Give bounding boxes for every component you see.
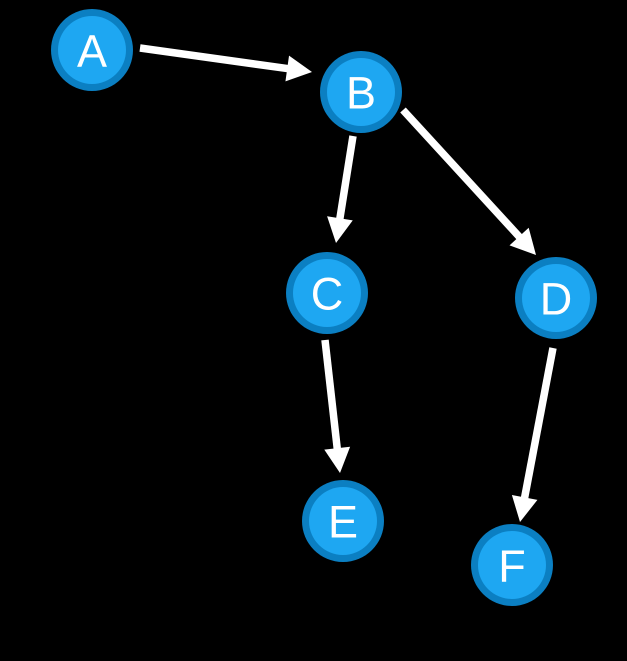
edge-a-b [139, 44, 312, 82]
edge-c-e [321, 339, 351, 473]
arrowhead-icon [285, 55, 312, 82]
node-a[interactable]: A [51, 9, 133, 91]
node-b[interactable]: B [320, 51, 402, 133]
arrowhead-icon [509, 227, 536, 255]
arrowhead-icon [511, 495, 538, 522]
arrowhead-icon [324, 446, 351, 473]
node-body [293, 259, 361, 327]
node-label: F [498, 541, 526, 592]
node-e[interactable]: E [302, 480, 384, 562]
edge-d-f [511, 347, 557, 522]
node-label: D [540, 274, 573, 325]
node-body [58, 16, 126, 84]
edge-line [520, 347, 557, 502]
node-body [309, 487, 377, 555]
node-body [478, 531, 546, 599]
edge-line [400, 107, 524, 242]
node-label: A [77, 26, 107, 77]
node-f[interactable]: F [471, 524, 553, 606]
edge-line [335, 135, 357, 222]
edge-b-d [400, 107, 536, 255]
node-body [522, 264, 590, 332]
node-label: E [328, 497, 358, 548]
node-label: C [311, 269, 344, 320]
node-body [327, 58, 395, 126]
node-c[interactable]: C [286, 252, 368, 334]
arrowhead-icon [327, 216, 353, 243]
node-d[interactable]: D [515, 257, 597, 339]
edge-line [139, 44, 291, 73]
edge-b-c [327, 135, 357, 243]
node-label: B [346, 68, 376, 119]
edge-line [321, 339, 342, 452]
